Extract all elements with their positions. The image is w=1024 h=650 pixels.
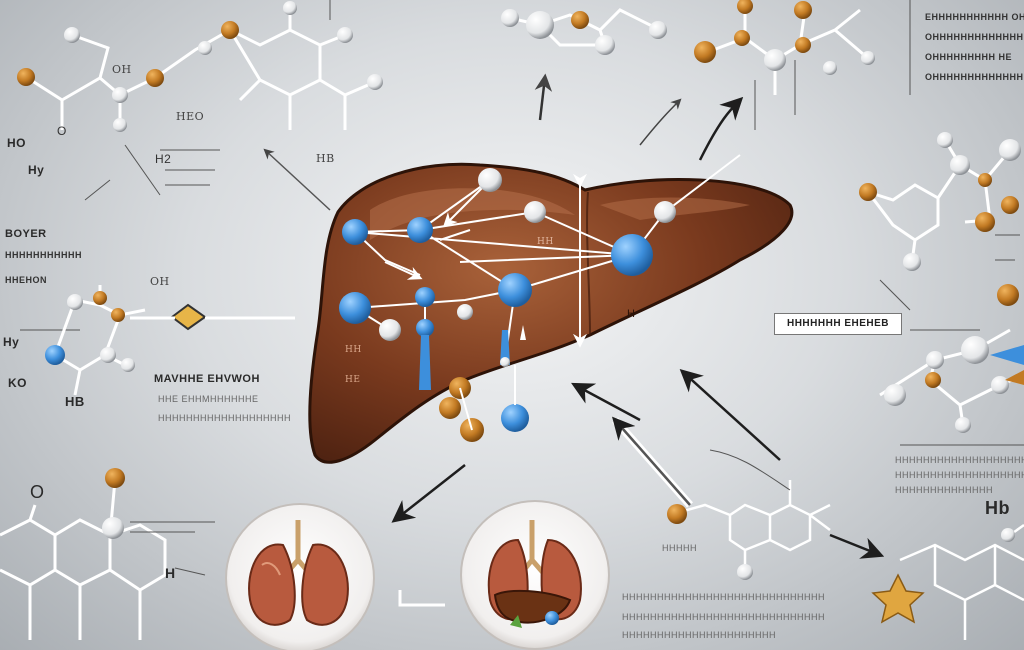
label-right-lower-2: HHHHHHHHHHHHHHHHHHHH: [895, 470, 1024, 480]
label-hy-2: Hy: [3, 335, 20, 349]
star-icon: [871, 573, 925, 624]
label-left-line-3: HHEHON: [5, 275, 48, 285]
liver-organ: [308, 162, 794, 464]
arrows: [263, 73, 885, 607]
callout-lines-top: [329, 0, 911, 130]
right-tag: HHHHHHH EHEHEB: [774, 313, 902, 335]
label-ho-1: HO: [7, 136, 26, 150]
molecule-top-left: [25, 8, 376, 130]
label-h2: H2: [155, 152, 172, 166]
liver-label-1: HH: [345, 345, 362, 355]
label-bottom-left-o: O: [30, 482, 45, 502]
label-hb-2: HB: [65, 394, 85, 409]
callout-lines-right: [879, 234, 1024, 446]
label-hb: HB: [316, 152, 335, 165]
label-left-line-2: HHHHHHHHHHH: [5, 250, 82, 260]
molecule-top-center: [509, 0, 871, 95]
diamond-icon: [170, 303, 207, 331]
molecule-right: [863, 139, 1024, 426]
label-boyer: BOYER: [5, 228, 47, 240]
label-hy-1: Hy: [28, 163, 45, 177]
label-right-1: EHHHHHHHHHHH OH: [925, 12, 1024, 22]
lungs-circle: [225, 503, 375, 650]
label-bottom-1: HHHHHHHHHHHHHHHHHHHHHHHHHHHHH: [622, 592, 825, 602]
label-o-top: O: [57, 124, 67, 138]
liver-atoms: [339, 168, 676, 442]
label-right-lower-1: HHHHHHHHHHHHHHHHHHHH: [895, 455, 1024, 465]
molecule-top-center-atoms: [501, 0, 875, 75]
label-bottom-3: HHHHHHHHHHHHHHHHHHHHHH: [622, 630, 776, 640]
molecule-top-left-atoms: [17, 1, 383, 132]
label-right-2: OHHHHHHHHHHHHH: [925, 32, 1024, 42]
molecule-bottom-left: [0, 479, 167, 640]
label-oh-top: OH: [112, 63, 132, 76]
label-center-1: MAVHHE EHVWOH: [154, 373, 260, 385]
label-right-3: OHHHHHHHHH HE: [925, 52, 1012, 62]
molecule-bottom-left-atoms: [102, 468, 125, 539]
liver-label-3: H: [627, 308, 636, 320]
label-right-lower-3: HHHHHHHHHHHHHH: [895, 485, 993, 495]
label-center-2: HHE EHHMHHHHHHE: [158, 394, 259, 404]
liver-label-4: HH: [537, 237, 554, 247]
molecule-bottom-right-atoms: [667, 504, 1015, 624]
label-ko: KO: [8, 376, 27, 390]
liver-label-2: HE: [345, 375, 361, 385]
label-bottom-2: HHHHHHHHHHHHHHHHHHHHHHHHHHHHH: [622, 612, 825, 622]
label-heo: HEO: [176, 110, 205, 123]
label-bottom-hb: HHHHH: [662, 543, 697, 553]
label-center-3: HHHHHHHHHHHHHHHHHHH: [158, 413, 291, 423]
molecule-left-middle-atoms: [45, 291, 207, 372]
molecule-right-atoms: [859, 132, 1024, 433]
label-right-4: OHHHHHHHHHHHHH: [925, 72, 1024, 82]
label-oh-left: OH: [150, 275, 170, 288]
liver-small-circle: [460, 500, 610, 650]
callout-lines-left: [20, 144, 220, 331]
molecule-bottom-right: [679, 480, 1024, 640]
label-bottom-left-h: H: [165, 565, 176, 581]
label-hb-right: Hb: [985, 498, 1010, 518]
